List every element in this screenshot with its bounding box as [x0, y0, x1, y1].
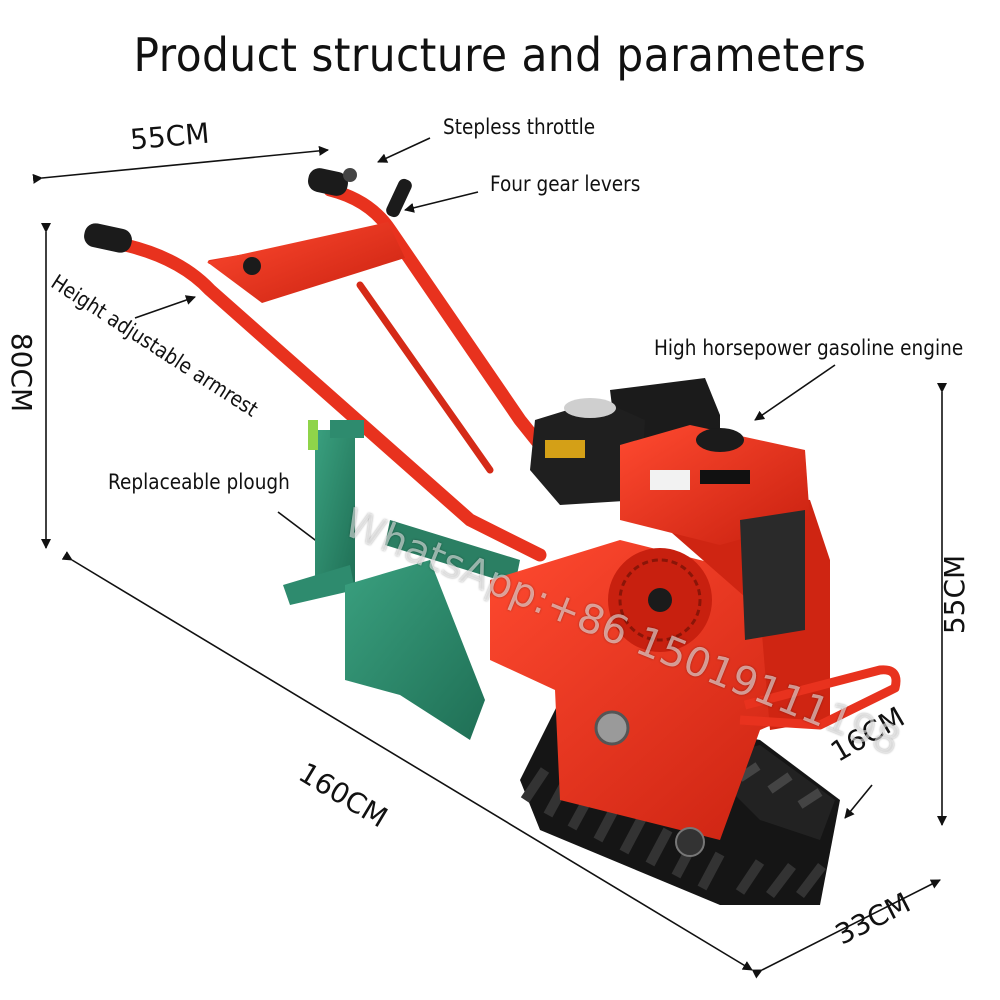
dim-line-handle-width	[32, 145, 329, 184]
label-stepless-throttle: Stepless throttle	[443, 115, 596, 139]
dim-height-body: 55CM	[938, 554, 972, 635]
label-replaceable-plough: Replaceable plough	[108, 470, 290, 494]
arrow-armrest	[134, 295, 196, 319]
dim-handle-width: 55CM	[128, 116, 211, 157]
arrow-gear	[404, 191, 479, 213]
gasoline-engine	[530, 378, 810, 652]
track-hub	[675, 827, 705, 857]
shaft-hub	[594, 710, 630, 746]
throttle-knob	[343, 168, 357, 182]
dimension-lines	[32, 145, 947, 979]
plough	[283, 420, 520, 740]
dim-height-total: 80CM	[5, 332, 39, 413]
tiller-machine	[84, 168, 901, 905]
dim-line-track-width	[751, 879, 941, 979]
control-panel	[207, 222, 405, 303]
arrow-throttle	[377, 137, 431, 163]
dim-arrow-track-height	[844, 784, 873, 819]
label-four-gear-levers: Four gear levers	[490, 172, 641, 196]
dim-line-length	[61, 551, 753, 971]
gear-lever	[386, 178, 412, 218]
left-grip	[84, 223, 132, 253]
front-bumper	[739, 665, 901, 730]
page-title: Product structure and parameters	[133, 28, 867, 82]
switch-knob	[243, 257, 261, 275]
arrow-engine	[754, 364, 836, 421]
right-grip	[307, 168, 349, 196]
label-gasoline-engine: High horsepower gasoline engine	[654, 336, 964, 360]
